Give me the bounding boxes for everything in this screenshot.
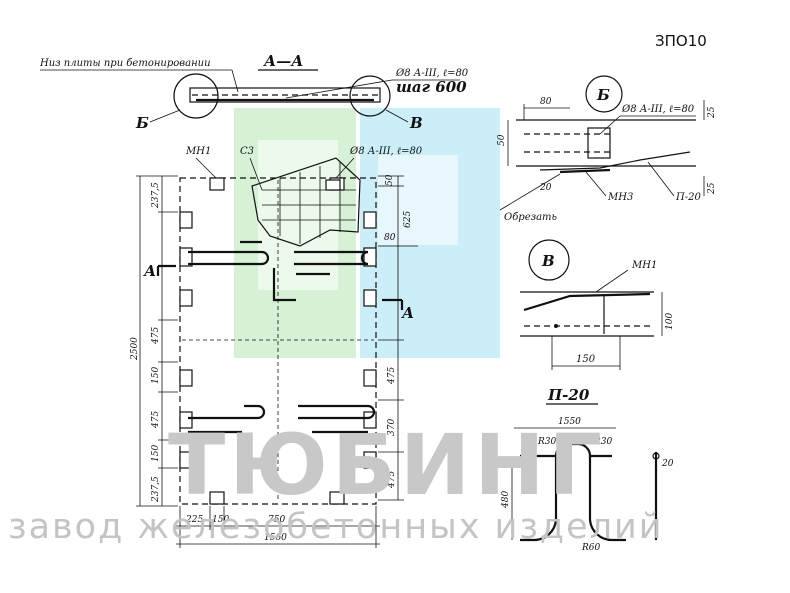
callout-b-circle bbox=[173, 73, 219, 119]
detail-b-cut: Обрезать bbox=[504, 212, 557, 223]
dim-2375-top: 237,5 bbox=[151, 182, 161, 209]
dim-50: 50 bbox=[385, 174, 395, 186]
loop-r30-right: R30 bbox=[593, 437, 613, 447]
dim-150-bottom: 150 bbox=[212, 515, 229, 525]
dim-475-b: 475 bbox=[151, 411, 161, 429]
section-aa-note: Низ плиты при бетонировании bbox=[39, 58, 211, 69]
loop-title: П-20 bbox=[547, 386, 590, 404]
section-aa-title: А—А bbox=[263, 52, 303, 70]
dim-475-r1: 475 bbox=[387, 367, 397, 385]
detail-b-dim-80: 80 bbox=[540, 97, 552, 107]
plan-frame-label: С3 bbox=[240, 146, 254, 157]
detail-b: Б Ø8 А-III, ℓ=80 80 50 20 25 25 МН3 П-20… bbox=[497, 75, 717, 223]
section-aa-rebar: Ø8 А-III, ℓ=80 bbox=[395, 68, 469, 79]
plan-rebar-label: Ø8 А-III, ℓ=80 bbox=[349, 146, 423, 157]
plan-view: А А МН1 С3 Ø8 А-III, ℓ=80 2500 237,5 475… bbox=[130, 146, 423, 548]
callout-b-label: Б bbox=[135, 114, 149, 132]
loop-dim-1550: 1550 bbox=[558, 417, 581, 427]
dim-625: 625 bbox=[403, 211, 413, 228]
detail-v-title: В bbox=[541, 252, 555, 270]
detail-v-dim-150: 150 bbox=[576, 354, 596, 365]
detail-b-dim-25-bot: 25 bbox=[707, 182, 717, 195]
detail-b-title: Б bbox=[596, 86, 610, 104]
loop-r60: R60 bbox=[581, 543, 601, 553]
loop-detail: П-20 1550 R30 60 R30 480 R60 20 bbox=[501, 386, 674, 553]
dim-475-r2: 475 bbox=[387, 471, 397, 489]
detail-b-dim-50: 50 bbox=[497, 134, 507, 146]
detail-b-rebar: Ø8 А-III, ℓ=80 bbox=[621, 104, 695, 115]
dim-150-a: 150 bbox=[151, 367, 161, 384]
dim-370: 370 bbox=[387, 419, 397, 436]
dim-150-b: 150 bbox=[151, 445, 161, 462]
detail-b-dim-20: 20 bbox=[539, 183, 552, 193]
brand-name: ТЮБИНГ bbox=[168, 416, 606, 514]
callout-v-circle bbox=[349, 75, 391, 117]
drawing-code: ЗПО10 bbox=[655, 32, 707, 50]
loop-dim-20: 20 bbox=[661, 459, 674, 469]
detail-b-dim-25-top: 25 bbox=[707, 106, 717, 119]
detail-b-mesh: МН3 bbox=[607, 192, 633, 203]
dim-80: 80 bbox=[384, 233, 396, 243]
plan-mesh-label: МН1 bbox=[185, 146, 211, 157]
loop-dim-480: 480 bbox=[501, 491, 511, 509]
section-aa-step: шаг 600 bbox=[396, 78, 467, 96]
section-mark-a-right: А bbox=[401, 304, 414, 322]
dim-2500: 2500 bbox=[130, 337, 140, 361]
detail-v-mesh: МН1 bbox=[631, 260, 657, 271]
dim-475-a: 475 bbox=[151, 327, 161, 345]
dim-750: 750 bbox=[268, 515, 285, 525]
detail-b-loop: П-20 bbox=[675, 192, 701, 203]
dim-1560: 1560 bbox=[264, 533, 287, 543]
brand-watermark: ТЮБИНГ завод железобетонных изделий bbox=[8, 416, 664, 547]
loop-dim-60: 60 bbox=[566, 435, 578, 445]
dim-225: 225 bbox=[185, 515, 203, 525]
section-aa: А—А Низ плиты при бетонировании Б В Ø8 А… bbox=[39, 52, 469, 132]
detail-v-dim-100: 100 bbox=[665, 313, 675, 330]
brand-tagline: завод железобетонных изделий bbox=[8, 507, 664, 547]
detail-v: В МН1 100 150 bbox=[520, 239, 675, 370]
dim-2375-bot: 237,5 bbox=[151, 476, 161, 503]
section-mark-a-left: А bbox=[143, 262, 156, 280]
logo-watermark bbox=[234, 108, 500, 358]
callout-v-label: В bbox=[409, 114, 423, 132]
loop-r30-left: R30 bbox=[537, 437, 557, 447]
